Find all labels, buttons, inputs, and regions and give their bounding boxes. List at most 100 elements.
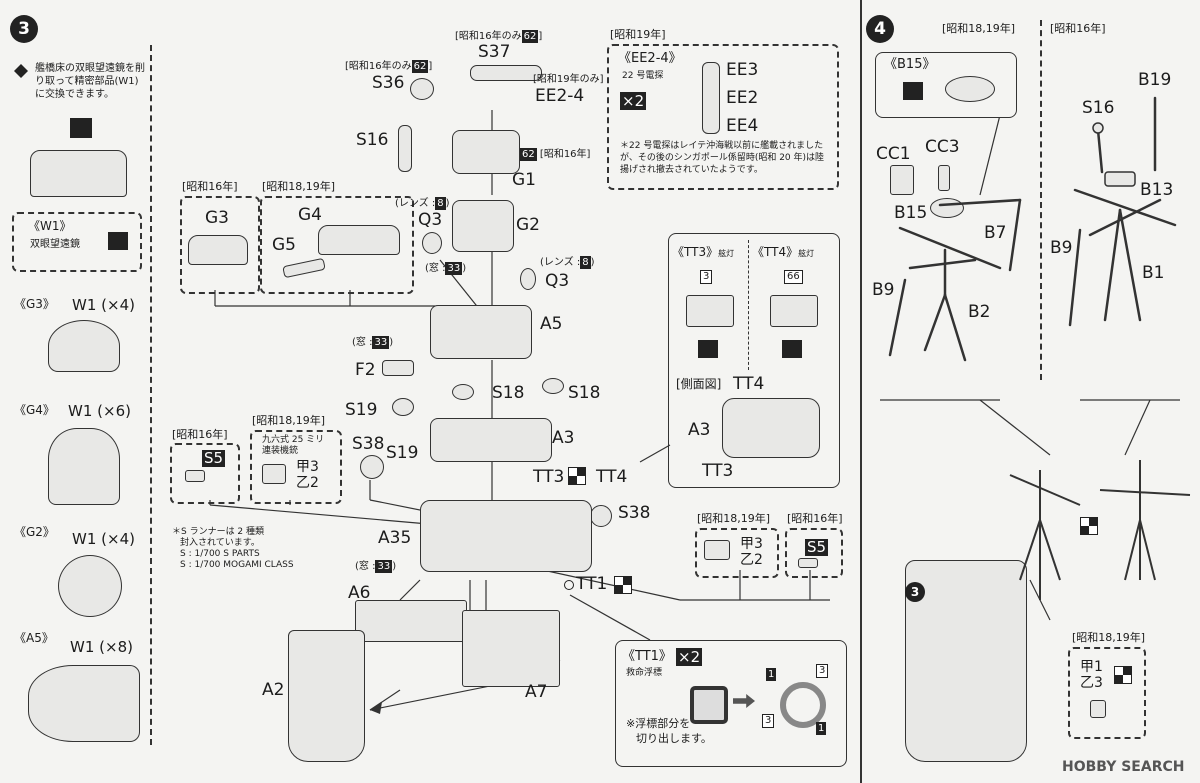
label-f2: F2 (355, 360, 376, 380)
tt1-title: 《TT1》 (622, 649, 672, 664)
g2-qty: W1 (×4) (72, 530, 135, 548)
tt1-ring-large (690, 686, 728, 724)
label-b13: B13 (1140, 180, 1174, 200)
label-g1: G1 (512, 170, 536, 190)
step4-bottom-header: [昭和18,19年] (1072, 631, 1146, 644)
g2-part (452, 200, 514, 252)
a5-part-illustration (28, 665, 140, 742)
label-cc1: CC1 (876, 144, 911, 164)
side-view-illustration (722, 398, 820, 458)
tt3-title: 《TT3》舷灯 (672, 245, 735, 259)
g3-title: 《G3》 (14, 297, 55, 311)
label-s18a: S18 (492, 383, 525, 403)
label-b7: B7 (984, 223, 1007, 243)
label-s16: S16 (356, 130, 389, 150)
side-view-tt4: TT4 (733, 374, 765, 394)
g4-part-illustration (48, 428, 120, 505)
tt1-n1a: 1 (766, 668, 777, 681)
tt3-part (686, 295, 734, 327)
side-note: 艦橋床の双眼望遠鏡を削り取って精密部品(W1)に交換できます。 (35, 63, 145, 100)
cc3-part (938, 165, 950, 191)
a7-part (462, 610, 560, 687)
checker-icon (614, 576, 632, 594)
right-aa-part (704, 540, 730, 560)
w1-sub: 双眼望遠鏡 (30, 239, 80, 250)
tt1-box (615, 640, 847, 767)
right-s16-box (785, 528, 843, 578)
cement-icon (70, 118, 92, 138)
tt1-part (564, 580, 574, 590)
label-tt4: TT4 (596, 467, 628, 487)
watermark: HOBBY SEARCH (1062, 759, 1185, 775)
tt1-ring-detail (780, 682, 826, 728)
right-s1819-p1: 甲3 (740, 536, 763, 552)
ee-note: ＊22 号電探はレイテ沖海戦以前に艦載されましたが、その後のシンガポール係留時(… (620, 141, 825, 175)
label-ee4: EE4 (726, 116, 759, 136)
ee-title: 《EE2-4》 (618, 51, 682, 66)
runner-note-3: S : 1/700 S PARTS (180, 549, 260, 559)
s16-part (398, 125, 412, 172)
bridge-floor-illustration (30, 150, 127, 197)
info-icon (14, 64, 28, 78)
checker-icon (1080, 517, 1098, 535)
label-s38b: S38 (618, 503, 651, 523)
window2-note: (窓 :33) (352, 336, 394, 349)
window3-note: (窓 :33) (355, 560, 397, 573)
g3-qty: W1 (×4) (72, 296, 135, 314)
cc1-part (890, 165, 914, 195)
runner-note-1: ＊S ランナーは 2 種類 (172, 527, 265, 537)
label-a7: A7 (525, 682, 548, 702)
q3a-part (422, 232, 442, 254)
label-a2: A2 (262, 680, 285, 700)
ee-qty: ×2 (620, 92, 647, 110)
aa-part (262, 464, 286, 484)
label-g2: G2 (516, 215, 540, 235)
label-s19b: S19 (386, 443, 419, 463)
aa-option-box (250, 430, 342, 504)
label-b15: B15 (894, 203, 928, 223)
cement-icon (698, 340, 718, 358)
f2-part (382, 360, 414, 376)
g4-part (318, 225, 400, 255)
label-s37: S37 (478, 42, 511, 62)
cement-icon (108, 232, 128, 250)
aa-part2: 乙2 (296, 475, 319, 491)
a35-part (420, 500, 592, 572)
tt1-n3a: 3 (816, 664, 829, 678)
tt1-qty: ×2 (676, 648, 703, 666)
g3-part-illustration (48, 320, 120, 372)
right-s16-header: [昭和16年] (787, 512, 843, 525)
checker-icon (568, 467, 586, 485)
step4-header-16: [昭和16年] (1050, 22, 1106, 35)
tt3-num: 3 (700, 270, 713, 284)
label-a35: A35 (378, 528, 412, 548)
aa-desc1: 九六式 25 ミリ (262, 435, 325, 445)
lens2-note: (レンズ :8) (540, 256, 595, 269)
ee-part (702, 62, 720, 134)
a2-part (288, 630, 365, 762)
a5-title: 《A5》 (14, 631, 54, 645)
box-s16-header: [昭和16年] (182, 180, 238, 193)
g3-option-box (180, 196, 260, 294)
tt-box-divider (748, 240, 749, 370)
label-q3a: Q3 (418, 210, 443, 230)
label-g4: G4 (298, 205, 322, 225)
label-s18b: S18 (568, 383, 601, 403)
tt1-n1b: 1 (816, 722, 827, 735)
tt4-num: 66 (784, 270, 803, 284)
label-cc3: CC3 (925, 137, 960, 157)
a5-qty: W1 (×8) (70, 638, 133, 656)
g1-part (452, 130, 520, 174)
label-s38a: S38 (352, 434, 385, 454)
side-view-title: [側面図] (676, 377, 722, 391)
checker-icon (1114, 666, 1132, 684)
aa-part1: 甲3 (296, 459, 319, 475)
ee-sub: 22 号電探 (622, 71, 664, 81)
label-b1: B1 (1142, 263, 1165, 283)
w1-title: 《W1》 (28, 219, 72, 233)
label-s36: S36 (372, 73, 405, 93)
a5-part (430, 305, 532, 359)
